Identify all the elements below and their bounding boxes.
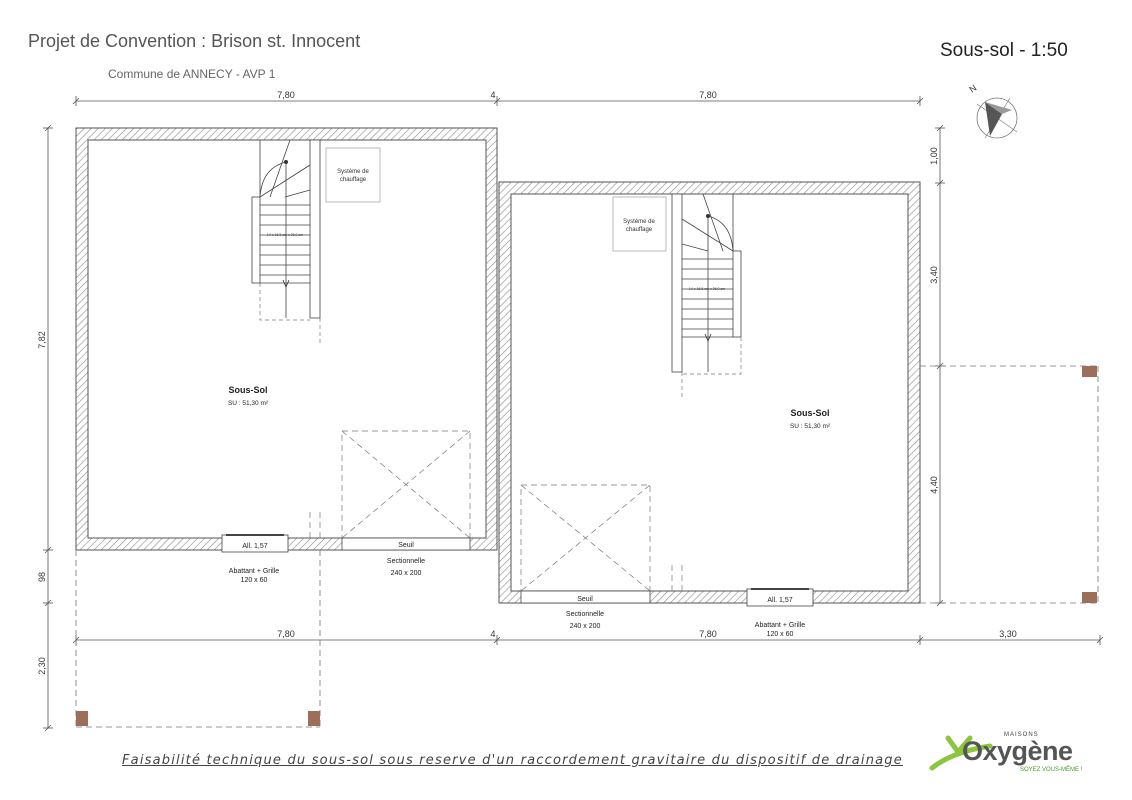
left-garage-door-swing: [309, 430, 471, 539]
right-room-area: SU : 51,30 m²: [790, 423, 831, 430]
right-window-caption-2: 120 x 60: [767, 631, 794, 638]
stair-start-marker: [284, 160, 288, 164]
compass-north-label: N: [967, 83, 978, 95]
dim-right-340: 3,40: [929, 266, 939, 284]
stair-landing: [681, 337, 742, 398]
left-room-walls: [75, 127, 498, 551]
right-heating-box: [612, 196, 667, 252]
dim-top-right: 7,80: [699, 90, 717, 100]
right-terrace-outline: [920, 365, 1099, 604]
left-room-area: SU : 51,30 m²: [228, 400, 269, 407]
dim-bottom-right: 7,80: [699, 629, 717, 639]
left-window-label: All. 1,57: [242, 543, 267, 550]
right-window-caption-1: Abattant + Grille: [755, 622, 805, 629]
project-subtitle: Commune de ANNECY - AVP 1: [108, 67, 276, 81]
dim-left-230: 2,30: [37, 657, 47, 675]
left-terrace-outline: [75, 550, 321, 728]
right-stair: [671, 193, 742, 373]
post: [308, 711, 320, 726]
dimension-labels: 7,80 4 7,80 7,80 4 7,80 3,30 7,82 98 2,3…: [37, 90, 1017, 675]
right-window-label: All. 1,57: [767, 597, 792, 604]
dim-bottom-mid: 4: [490, 629, 495, 639]
plan-scale: Sous-sol - 1:50: [940, 40, 1068, 61]
left-heating-label-2: chauffage: [340, 177, 367, 183]
dim-right-440: 4,40: [929, 476, 939, 494]
dim-top-left: 7,80: [277, 90, 295, 100]
logo-brand: Oxygène: [962, 736, 1073, 766]
left-window-caption-2: 120 x 60: [241, 577, 268, 584]
right-stair-note: 14 x 16,5 cm x 26,0 cm: [689, 287, 725, 291]
left-stair-note: 14 x 16,5 cm x 26,0 cm: [267, 233, 303, 237]
dim-bottom-left: 7,80: [277, 629, 295, 639]
right-room-name: Sous-Sol: [790, 408, 829, 418]
left-room-name: Sous-Sol: [228, 385, 267, 395]
logo-swoosh-icon: [929, 735, 993, 771]
post: [1082, 592, 1097, 603]
right-heating-label-2: chauffage: [626, 227, 653, 233]
dimension-lines: [43, 96, 1104, 732]
dim-left-main: 7,82: [37, 331, 47, 349]
project-title: Projet de Convention : Brison st. Innoce…: [28, 31, 361, 51]
right-door-label: Seuil: [577, 596, 593, 603]
right-garage-door-swing: [520, 484, 683, 592]
stair-landing: [259, 283, 321, 345]
logo-maisons: MAISONS: [1004, 732, 1039, 738]
north-compass-icon: N: [967, 83, 1018, 139]
left-heating-label-1: Système de: [337, 169, 369, 175]
dim-left-98: 98: [37, 572, 47, 582]
dim-right-100: 1,00: [929, 147, 939, 165]
left-stair: [251, 139, 321, 319]
left-window-caption-1: Abattant + Grille: [229, 568, 279, 575]
left-garage-door: [341, 537, 471, 551]
logo-tagline: SOYEZ VOUS-MÊME !: [1020, 767, 1083, 773]
right-heating-label-1: Système de: [623, 219, 655, 225]
right-room-walls: [498, 181, 921, 604]
post: [76, 711, 88, 726]
right-room: Système de chauffage 14 x 16,5 cm x 26,0…: [498, 181, 1099, 638]
left-heating-box: [325, 147, 381, 203]
right-garage-door: [520, 590, 651, 604]
left-door-caption-1: Sectionnelle: [387, 558, 425, 565]
drainage-note: Faisabilité technique du sous-sol sous r…: [122, 753, 903, 768]
dim-bottom-far-right: 3,30: [999, 629, 1017, 639]
dim-top-mid: 4: [490, 90, 495, 100]
right-door-caption-1: Sectionnelle: [566, 611, 604, 618]
left-door-caption-2: 240 x 200: [391, 570, 422, 577]
stair-start-marker: [706, 214, 710, 218]
stair-arrow: [282, 279, 290, 289]
post: [1082, 366, 1097, 377]
oxygene-logo: MAISONS Oxygène SOYEZ VOUS-MÊME !: [928, 730, 1098, 780]
right-door-caption-2: 240 x 200: [570, 623, 601, 630]
left-room: Système de chauffage 14 x 16,5 cm x 26,0…: [75, 127, 498, 728]
left-door-label: Seuil: [398, 542, 414, 549]
stair-arrow: [704, 333, 712, 343]
